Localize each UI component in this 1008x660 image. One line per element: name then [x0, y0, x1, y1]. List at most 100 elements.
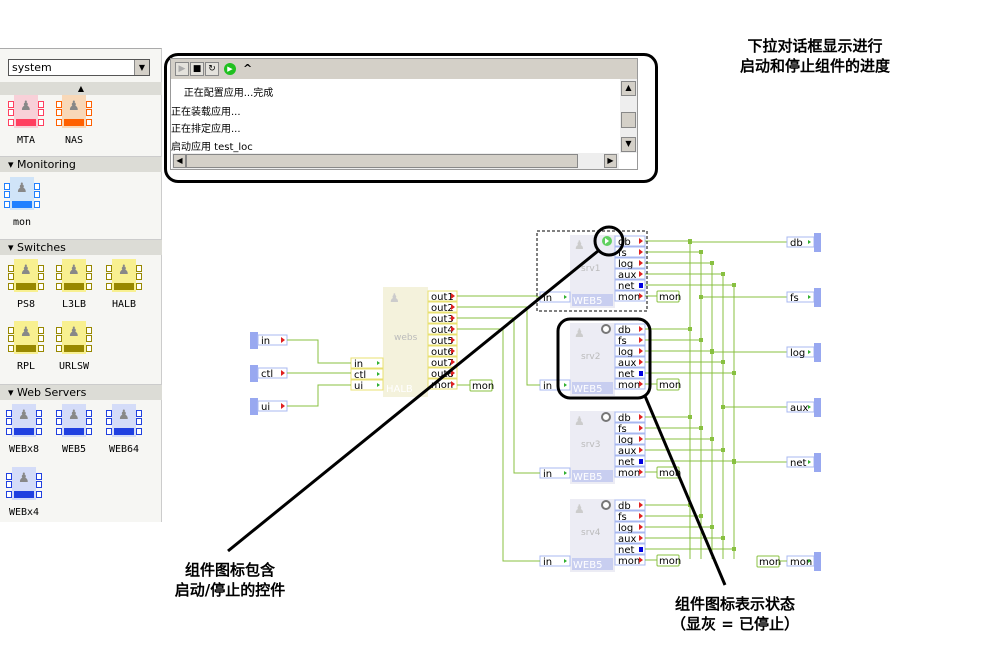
palette-item-label: WEB5: [61, 444, 87, 455]
scroll-left-arrow-icon[interactable]: ◀: [173, 154, 186, 168]
input-port-icon: [56, 335, 62, 342]
output-port-icon: [36, 481, 42, 488]
palette-item-label: MTA: [16, 135, 36, 146]
vertical-scrollbar[interactable]: ▲ ▼: [620, 79, 637, 153]
palette-item-halb[interactable]: ♟: [106, 259, 142, 295]
refresh-button[interactable]: ↻: [205, 62, 219, 76]
output-arrow-icon: [451, 315, 455, 321]
annotation-state: 组件图标表示状态（显灰 = 已停止）: [640, 594, 830, 634]
balancer-out-out7[interactable]: [427, 356, 458, 368]
output-port-icon: [38, 109, 44, 116]
output-port-icon: [86, 327, 92, 334]
input-port-icon: [8, 101, 14, 108]
penguin-icon: ♟: [18, 471, 30, 486]
annotation-line: （显灰 = 已停止）: [670, 615, 799, 633]
server-port-mon-label: mon: [618, 468, 640, 479]
annotation-line: 下拉对话框显示进行: [747, 37, 883, 55]
penguin-icon: ♟: [574, 414, 585, 428]
input-port-icon: [106, 428, 112, 435]
penguin-icon: ♟: [574, 326, 585, 340]
palette-item-label: URLSW: [58, 361, 90, 372]
balancer-in-ctl[interactable]: [350, 368, 384, 380]
start-icon[interactable]: ▶: [224, 63, 236, 75]
output-port-icon: [86, 345, 92, 352]
server-port-log-label: log: [618, 259, 633, 270]
stopped-control-icon[interactable]: [601, 324, 611, 334]
server-port-aux-label: aux: [618, 446, 636, 457]
scroll-down-arrow-icon[interactable]: ▼: [621, 137, 636, 152]
server-port-net-label: net: [618, 369, 634, 380]
palette-item-webx8[interactable]: ♟: [6, 404, 42, 440]
stopped-control-icon[interactable]: [601, 500, 611, 510]
palette-item-webx4[interactable]: ♟: [6, 467, 42, 503]
stop-button[interactable]: ■: [190, 62, 204, 76]
output-port-icon: [38, 345, 44, 352]
input-port-icon: [8, 283, 14, 290]
server-type: WEB5: [573, 296, 602, 307]
balancer-out-out2-label: out2: [431, 303, 454, 314]
balancer-out-out5[interactable]: [427, 334, 458, 346]
scroll-up-button[interactable]: ▲: [0, 82, 162, 95]
balancer-out-out6-label: out6: [431, 347, 454, 358]
stopped-control-icon[interactable]: [601, 412, 611, 422]
penguin-icon: ♟: [16, 181, 28, 196]
wire-junction: [710, 261, 714, 265]
palette-item-mon[interactable]: ♟: [4, 177, 40, 213]
palette-item-rpl[interactable]: ♟: [8, 321, 44, 357]
output-port-icon: [86, 273, 92, 280]
output-arrow-icon: [451, 381, 455, 387]
penguin-icon: ♟: [68, 408, 80, 423]
output-port-icon: [86, 335, 92, 342]
input-port-icon: [56, 265, 62, 272]
output-arrow-icon: [639, 271, 643, 277]
play-button[interactable]: ▶: [175, 62, 189, 76]
balancer-out-out6[interactable]: [427, 345, 458, 357]
server-port-net-label: net: [618, 545, 634, 556]
output-arrow-icon: [639, 447, 643, 453]
output-log-label: log: [790, 348, 805, 359]
input-port-icon: [56, 428, 62, 435]
input-port-icon: [8, 273, 14, 280]
input-port-icon: [56, 101, 62, 108]
server-port-mon-label: mon: [618, 556, 640, 567]
scroll-up-arrow-icon[interactable]: ▲: [621, 81, 636, 96]
collapse-button[interactable]: ^: [243, 62, 253, 75]
server-type-bar: [572, 382, 613, 394]
input-arrow-icon: [377, 372, 380, 376]
dropdown-arrow-icon[interactable]: ▼: [134, 60, 149, 75]
server-port-fs-label: fs: [618, 336, 627, 347]
category-switches[interactable]: ▾ Switches: [0, 239, 162, 255]
output-port-icon: [136, 418, 142, 425]
palette-item-nas[interactable]: ♟: [56, 95, 92, 131]
palette-selector[interactable]: system▼: [8, 59, 150, 76]
scroll-thumb[interactable]: [621, 112, 636, 128]
balancer-webs[interactable]: [383, 287, 428, 397]
penguin-icon: ♟: [574, 238, 585, 252]
progress-console: ▶ ■ ↻ ▶ ^ 正在配置应用...完成 正在装载应用... 正在排定应用..…: [170, 58, 638, 170]
output-arrow-icon: [639, 425, 643, 431]
output-port-icon: [36, 428, 42, 435]
category-monitoring[interactable]: ▾ Monitoring: [0, 156, 162, 172]
input-arrow-icon: [808, 350, 811, 354]
palette-item-web64[interactable]: ♟: [106, 404, 142, 440]
palette-item-l3lb[interactable]: ♟: [56, 259, 92, 295]
output-mon-label: mon: [790, 557, 812, 568]
category-web-servers[interactable]: ▾ Web Servers: [0, 384, 162, 400]
server-port-net-label: net: [618, 281, 634, 292]
palette-item-mta[interactable]: ♟: [8, 95, 44, 131]
server-type-bar: [572, 294, 613, 306]
palette-item-ps8[interactable]: ♟: [8, 259, 44, 295]
palette-item-label: L3LB: [61, 299, 87, 310]
category-label: Switches: [17, 241, 66, 254]
palette-item-web5[interactable]: ♟: [56, 404, 92, 440]
palette-item-urlsw[interactable]: ♟: [56, 321, 92, 357]
input-port-icon: [56, 109, 62, 116]
hscroll-thumb[interactable]: [186, 154, 578, 168]
server-name: srv3: [581, 440, 600, 450]
wire: [457, 317, 540, 474]
horizontal-scrollbar[interactable]: ◀ ▶: [172, 153, 619, 169]
annotation-line: 组件图标包含: [184, 561, 275, 579]
input-ctl-label: ctl: [261, 369, 273, 380]
scroll-right-arrow-icon[interactable]: ▶: [604, 154, 617, 168]
output-arrow-icon: [639, 326, 643, 332]
